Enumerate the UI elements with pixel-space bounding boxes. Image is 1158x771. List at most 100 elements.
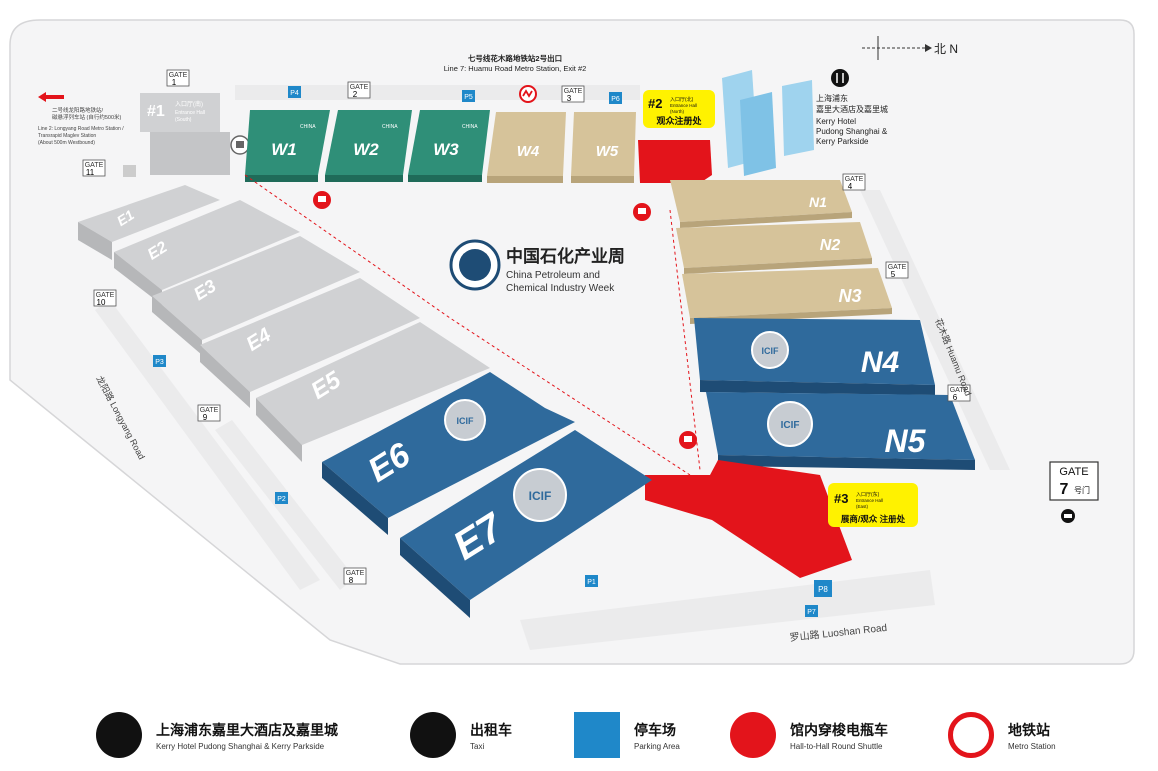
svg-text:(South): (South) [175,117,192,123]
svg-text:N1: N1 [809,194,827,210]
svg-text:W5: W5 [596,143,619,160]
svg-text:7: 7 [1060,481,1069,498]
svg-text:GATE: GATE [564,88,583,95]
parking-west[interactable] [123,165,136,177]
shuttle-route [244,174,701,476]
hall-n1[interactable]: N1 [670,180,852,228]
svg-text:#2: #2 [648,96,662,111]
hall-e2[interactable]: E2 [114,200,300,305]
hall-w4[interactable]: W4 [487,112,566,183]
svg-text:观众注册处: 观众注册处 [656,115,702,126]
svg-text:Entrance Hall: Entrance Hall [670,103,697,108]
taxi-icon[interactable] [1061,509,1075,523]
shuttle-pin-1[interactable] [313,191,331,209]
north-road-strip [235,85,640,100]
svg-text:W4: W4 [517,143,540,160]
svg-text:ICIF: ICIF [762,346,780,356]
svg-text:China Petroleum and: China Petroleum and [506,270,600,281]
svg-text:Pudong Shanghai &: Pudong Shanghai & [816,127,888,136]
svg-text:ICIF: ICIF [529,489,552,503]
svg-text:GATE: GATE [1059,466,1088,478]
svg-text:10: 10 [97,298,106,307]
svg-text:ICIF: ICIF [457,416,475,426]
hall-w5[interactable]: W5 [571,112,636,183]
svg-text:3: 3 [567,94,572,103]
hall-e4[interactable]: E4 [200,278,420,408]
svg-text:4: 4 [848,182,853,191]
svg-text:Entrance Hall: Entrance Hall [175,110,205,116]
hall-w3[interactable]: W3 CHINA [408,110,490,182]
svg-text:GATE: GATE [845,176,864,183]
icif-logo-e6: ICIF [444,399,486,441]
svg-text:9: 9 [203,413,208,422]
svg-text:GATE: GATE [888,264,907,271]
shuttle-stop-icon[interactable] [230,135,250,155]
svg-text:P7: P7 [807,609,816,616]
hall-e1[interactable]: E1 [78,185,220,260]
shuttle-pin-3[interactable] [679,431,697,449]
entrance-hall-2[interactable]: #2 入口厅(北) Entrance Hall (North) 观众注册处 [638,90,715,183]
hall-e6[interactable]: E6 [322,372,575,535]
svg-text:P4: P4 [290,90,299,97]
shuttle-pin-2[interactable] [633,203,651,221]
hall-n5[interactable]: N5 [706,392,975,470]
svg-text:入口厅(南): 入口厅(南) [175,100,203,108]
parking-p4[interactable]: P4 [288,86,301,98]
svg-text:P2: P2 [277,496,286,503]
hall-n3[interactable]: N3 [682,268,892,324]
hall-n4[interactable]: N4 [694,318,935,395]
svg-text:(North): (North) [670,109,685,114]
svg-text:N5: N5 [885,423,927,459]
svg-text:二号线龙阳路地铁站/: 二号线龙阳路地铁站/ [52,106,104,114]
hall-w1[interactable]: W1 CHINA [245,110,330,182]
svg-text:N4: N4 [861,346,900,379]
svg-text:#1: #1 [147,103,165,120]
parking-p6[interactable]: P6 [609,92,622,104]
shuttle-icon [730,712,776,758]
parking-p2[interactable]: P2 [275,492,288,504]
svg-text:6: 6 [953,393,958,402]
entrance-hall-1[interactable]: #1 入口厅(南) Entrance Hall (South) [140,93,230,175]
hall-n2[interactable]: N2 [676,222,872,274]
svg-text:#3: #3 [834,491,848,506]
event-logo: 中国石化产业周 China Petroleum and Chemical Ind… [449,239,625,294]
svg-text:8: 8 [349,576,354,585]
icif-logo-e7: ICIF [513,468,567,522]
restaurant-icon [831,69,849,87]
metro-icon[interactable] [519,85,537,103]
compass-label: 北 N [934,42,958,56]
parking-p5[interactable]: P5 [462,90,475,102]
svg-text:Transrapid Maglev Station: Transrapid Maglev Station [38,133,96,139]
svg-text:P6: P6 [611,96,620,103]
parking-p3[interactable]: P3 [153,355,166,367]
entrance-hall-3[interactable]: #3 入口厅(东) Entrance Hall (East) 展商/观众 注册处 [645,460,918,578]
svg-text:GATE: GATE [200,407,219,414]
parking-p7[interactable]: P7 [805,605,818,617]
svg-text:嘉里大酒店及嘉里城: 嘉里大酒店及嘉里城 [816,104,888,114]
gate-7[interactable]: GATE 7 号门 [1049,461,1099,501]
hall-e5[interactable]: E5 [256,322,490,462]
west-metro-info: 二号线龙阳路地铁站/ 磁悬浮列车站 (自行约500米) Line 2: Long… [38,92,124,146]
svg-text:号门: 号门 [1074,485,1090,495]
hall-e3[interactable]: E3 [152,236,360,355]
compass: 北 N [862,36,958,60]
svg-text:GATE: GATE [169,72,188,79]
parking-p1[interactable]: P1 [585,575,598,587]
parking-p8[interactable]: P8 [814,580,832,597]
longyang-road-strip [95,300,320,590]
svg-text:P3: P3 [155,359,164,366]
svg-text:W2: W2 [353,140,379,159]
hall-w2[interactable]: W2 CHINA [325,110,412,182]
svg-text:W3: W3 [433,140,459,159]
arrow-left-icon [38,92,64,102]
